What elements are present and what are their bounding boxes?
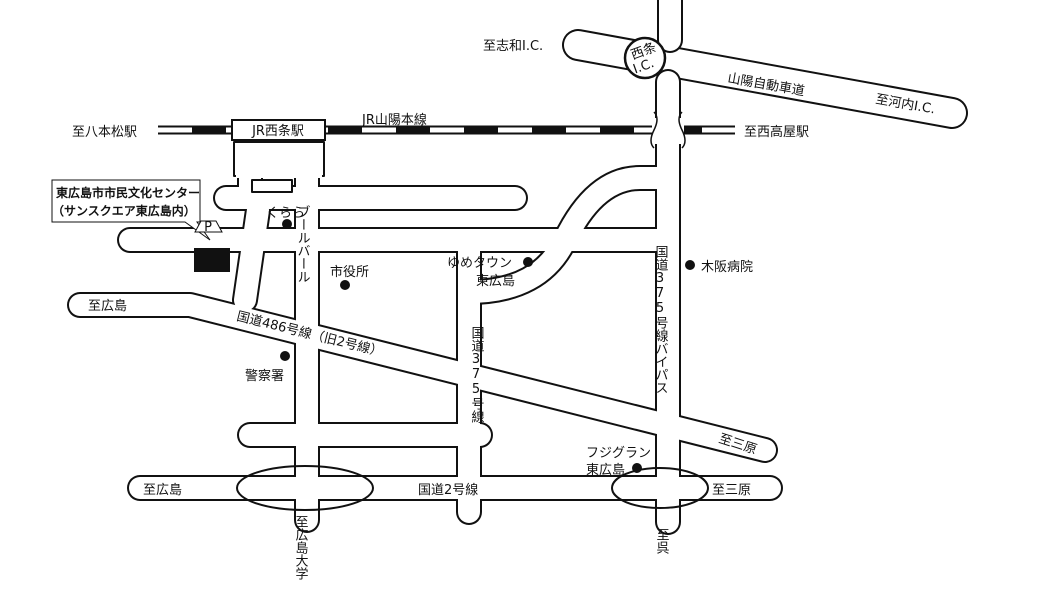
- r375-label: 国道375号線: [469, 326, 485, 423]
- bridge-icon: [650, 111, 686, 149]
- facility-building: [194, 248, 230, 272]
- ic-suffix: I.C.: [631, 56, 656, 77]
- expressway-west-label: 至志和I.C.: [483, 39, 543, 54]
- parking-label: P: [204, 220, 212, 235]
- dest-hiroshima-2: 至広島: [143, 483, 182, 498]
- dest-hiroshima-486: 至広島: [88, 299, 127, 314]
- interchange-marker: 西条 I.C.: [623, 36, 667, 80]
- fuji-dot: [632, 463, 642, 473]
- dest-kure: 至呉: [654, 528, 670, 554]
- railway-west-label: 至八本松駅: [72, 125, 137, 140]
- dest-mihara-2: 至三原: [712, 483, 751, 498]
- facility-name: 東広島市市民文化センター: [56, 185, 200, 200]
- road-network: [67, 0, 783, 535]
- r2-label: 国道2号線: [418, 482, 478, 498]
- youme-dot: [523, 257, 533, 267]
- police-dot: [280, 351, 290, 361]
- hospital-label: 木阪病院: [701, 260, 753, 275]
- fuji-label-2: 東広島: [586, 462, 625, 478]
- youme-label-2: 東広島: [476, 273, 515, 289]
- railway-name: JR山陽本線: [361, 112, 427, 128]
- city-hall-dot: [340, 280, 350, 290]
- dest-hiroshima-univ: 至広島大学: [293, 515, 309, 580]
- facility-sub: （サンスクエア東広島内）: [52, 203, 196, 218]
- kurara-dot: [282, 219, 292, 229]
- parking-sign: P: [194, 220, 223, 235]
- station-box: JR西条駅: [231, 119, 326, 141]
- youme-label-1: ゆめタウン: [447, 256, 512, 271]
- police-label: 警察署: [245, 368, 284, 384]
- r375-bypass-label: 国道375号線バイパス: [653, 245, 669, 394]
- railway-east-label: 至西高屋駅: [744, 124, 809, 140]
- city-hall-label: 市役所: [330, 264, 369, 280]
- boulevard-label: ブールバール: [295, 204, 311, 283]
- hospital-dot: [685, 260, 695, 270]
- facility-callout: 東広島市市民文化センター （サンスクエア東広島内）: [51, 179, 211, 241]
- kurara-label: くらら: [266, 206, 305, 221]
- fuji-label-1: フジグラン: [586, 446, 651, 461]
- station-name: JR西条駅: [251, 123, 304, 139]
